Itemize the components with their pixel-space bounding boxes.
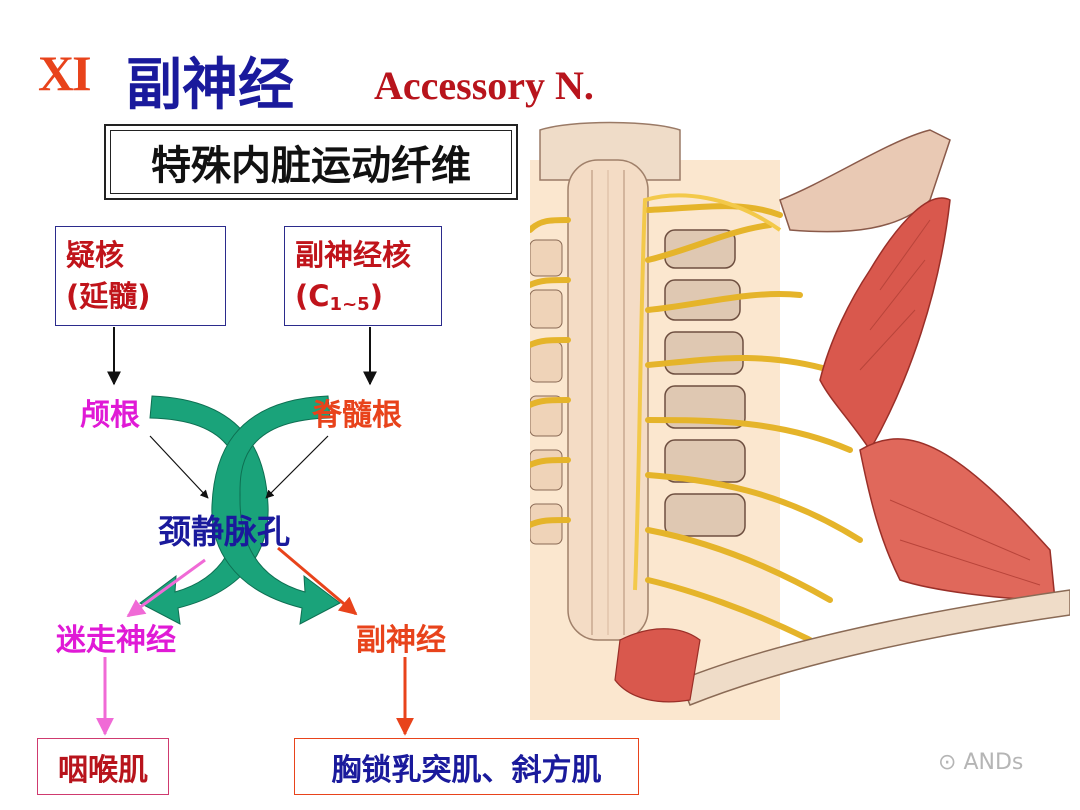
page-title: 副神经 — [126, 53, 294, 118]
nucleus-ambiguus-box: 疑核 (延髓) — [55, 226, 226, 326]
accessory-nucleus-box: 副神经核 (C1~5) — [284, 226, 442, 326]
page-title-english: Accessory N. — [374, 63, 594, 108]
accessory-nucleus-name: 副神经核 — [295, 238, 412, 272]
fiber-type-box: 特殊内脏运动纤维 — [104, 124, 518, 200]
accessory-nerve-label: 副神经 — [356, 623, 446, 658]
cranial-root-label: 颅根 — [80, 398, 140, 433]
pharynx-muscle-box: 咽喉肌 — [37, 738, 169, 795]
scm-trapezius-box: 胸锁乳突肌、斜方肌 — [294, 738, 639, 795]
arrow-foramen-to-vagus — [126, 558, 206, 618]
nucleus-ambiguus-location: (延髓) — [66, 279, 151, 314]
arrow-cranial-to-foramen — [149, 435, 209, 499]
pharynx-muscle-label: 咽喉肌 — [58, 752, 148, 788]
wechat-icon: ⊙ — [938, 750, 957, 775]
spinal-root-label: 脊髓根 — [312, 398, 402, 433]
nucleus-ambiguus-name: 疑核 — [66, 238, 125, 272]
cranial-nerve-number: XI — [38, 45, 92, 101]
watermark: ⊙ ANDs — [938, 750, 1023, 775]
watermark-text: ANDs — [963, 750, 1024, 775]
vagus-nerve-label: 迷走神经 — [56, 623, 176, 658]
arrow-spinal-to-foramen — [265, 435, 329, 499]
arrow-foramen-to-accessory — [277, 546, 358, 616]
jugular-foramen-label: 颈静脉孔 — [158, 512, 290, 551]
spinal-cord-illustration — [530, 121, 1070, 720]
accessory-nucleus-location: (C1~5) — [295, 279, 383, 316]
green-arrow-right — [211, 395, 341, 625]
scm-trapezius-label: 胸锁乳突肌、斜方肌 — [331, 752, 602, 788]
